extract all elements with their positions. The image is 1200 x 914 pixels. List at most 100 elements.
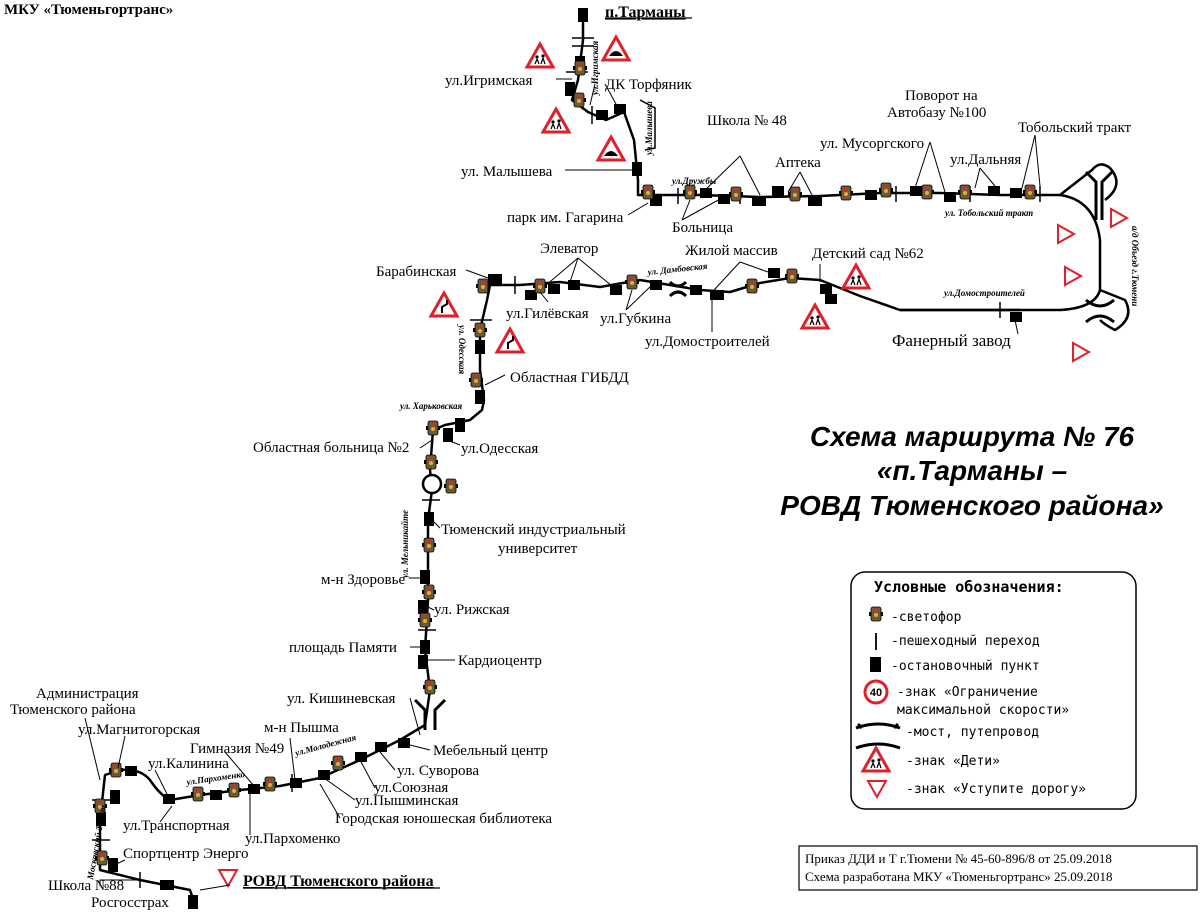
note-box: Приказ ДДИ и Т г.Тюмени № 45-60-896/8 от… — [798, 845, 1198, 891]
stop-marker — [650, 280, 662, 290]
stop-label-povorot-2: Автобазу №100 — [887, 105, 986, 121]
stop-label-gubkina: ул.Губкина — [600, 311, 671, 327]
give-way-sign-icon — [1110, 208, 1128, 228]
stop-label-oblastnaya-gibdd: Областная ГИБДД — [510, 370, 629, 386]
stop-marker — [163, 794, 175, 804]
title-line-2: «п.Тарманы – — [877, 455, 1067, 486]
traffic-light-icon — [443, 478, 459, 494]
children-sign-icon — [841, 263, 871, 290]
traffic-light-icon — [784, 268, 800, 284]
bridge-icon — [855, 722, 901, 750]
stop-marker — [398, 738, 410, 748]
header-organization: МКУ «Тюменьгортранс» — [4, 2, 173, 18]
traffic-light-icon — [422, 679, 438, 695]
stop-label-rizhskaya: ул. Рижская — [434, 602, 510, 618]
stop-label-dalnyaya: ул.Дальняя — [950, 152, 1021, 168]
give-way-sign-icon — [1072, 342, 1090, 362]
traffic-light-icon — [682, 184, 698, 200]
stop-marker — [475, 340, 485, 354]
stop-marker — [420, 640, 430, 654]
stop-marker — [614, 104, 626, 114]
traffic-light-icon — [421, 537, 437, 553]
stop-marker — [110, 790, 120, 804]
stop-marker — [96, 812, 106, 826]
stop-marker — [125, 766, 137, 776]
stop-marker — [1010, 188, 1022, 198]
legend: Условные обозначения: -светофор -пешеход… — [850, 571, 1137, 810]
stop-marker — [188, 895, 198, 909]
stop-label-tiu-2: университет — [498, 541, 578, 557]
stop-marker — [565, 82, 575, 96]
leader-lines — [84, 78, 1041, 891]
stop-marker — [488, 274, 502, 284]
legend-frame — [850, 571, 1137, 810]
stop-marker — [772, 186, 784, 196]
stop-marker — [355, 752, 367, 762]
give-way-sign-icon — [1064, 266, 1082, 286]
route-title: Схема маршрута № 76 «п.Тарманы – РОВД Тю… — [780, 421, 1163, 521]
speed-limit-icon — [863, 679, 889, 705]
terminal-end: РОВД Тюменского района — [243, 873, 434, 890]
stop-marker — [808, 196, 822, 206]
stop-marker — [768, 268, 780, 278]
speed-limit-value: 40 — [870, 687, 882, 699]
stop-label-sportcentr: Спортцентр Энерго — [123, 846, 248, 862]
stop-marker — [910, 186, 924, 196]
stop-label-tiu-1: Тюменский индустриальный — [441, 522, 626, 538]
stop-marker — [578, 8, 588, 22]
traffic-light-icon — [190, 786, 206, 802]
curve-sign-icon — [495, 327, 525, 354]
stop-label-barabinskaya: Барабинская — [376, 264, 456, 280]
stop-marker — [944, 192, 956, 202]
traffic-light-icon — [838, 185, 854, 201]
stop-label-transportnaya: ул.Транспортная — [123, 818, 230, 834]
street-label-druzhby: ул.Дружбы — [671, 176, 716, 186]
traffic-light-icon — [475, 278, 491, 294]
stop-label-detsad62: Детский сад №62 — [812, 246, 924, 262]
stop-label-elevator: Элеватор — [540, 241, 598, 257]
stop-marker — [418, 600, 428, 614]
curve-sign-icon — [429, 291, 459, 318]
stop-marker — [420, 570, 430, 584]
traffic-light-icon — [108, 762, 124, 778]
traffic-light-icon — [868, 606, 884, 622]
stop-labels: ул.Игримская ДК Торфяник ул. Малышева па… — [10, 73, 1132, 911]
traffic-light-icon — [468, 372, 484, 388]
stop-label-oblastnaya-bolnitsa: Областная больница №2 — [253, 440, 409, 456]
stop-marker — [650, 196, 662, 206]
speed-bump-sign-icon — [596, 135, 626, 162]
traffic-light-icon — [421, 584, 437, 600]
street-label-melnikaite: ул. Мельникайте — [400, 510, 410, 579]
route-line-thin — [639, 99, 656, 151]
stop-marker — [160, 880, 174, 890]
traffic-light-icon — [744, 278, 760, 294]
stop-marker — [525, 290, 537, 300]
stop-icon — [870, 657, 881, 672]
stop-marker — [718, 194, 730, 204]
stop-label-kalinina: ул.Калинина — [148, 756, 229, 772]
stop-label-musorgskogo: ул. Мусоргского — [820, 136, 924, 152]
stop-marker — [248, 784, 260, 794]
street-label-malysheva: ул.Малышева — [644, 101, 654, 156]
stop-marker — [418, 655, 428, 669]
traffic-light-icon — [919, 184, 935, 200]
legend-stop: -остановочный пункт — [891, 659, 1040, 674]
traffic-light-icon — [472, 322, 488, 338]
stop-marker — [596, 110, 608, 120]
children-sign-icon — [800, 303, 830, 330]
stop-marker — [710, 290, 724, 300]
stop-label-shkola88: Школа №88 — [48, 878, 124, 894]
stop-label-soyuznaya: ул.Союзная — [374, 780, 448, 796]
stop-label-rosgosstrakh: Росгосстрах — [91, 895, 169, 911]
stop-label-gilevskaya: ул.Гилёвская — [506, 306, 589, 322]
stop-marker — [700, 188, 712, 198]
stop-marker — [455, 418, 465, 432]
traffic-light-icon — [226, 782, 242, 798]
stop-marker — [690, 285, 702, 295]
stop-label-zdorovye: м-н Здоровье — [321, 572, 405, 588]
stop-label-admin-2: Тюменского района — [10, 702, 136, 718]
stop-label-park-gagarina: парк им. Гагарина — [507, 210, 624, 226]
speed-bump-sign-icon — [601, 35, 631, 62]
street-label-moskovsky: Московский Тракт — [85, 804, 108, 881]
street-label-dambovskaya: ул. Дамбовская — [646, 261, 708, 277]
